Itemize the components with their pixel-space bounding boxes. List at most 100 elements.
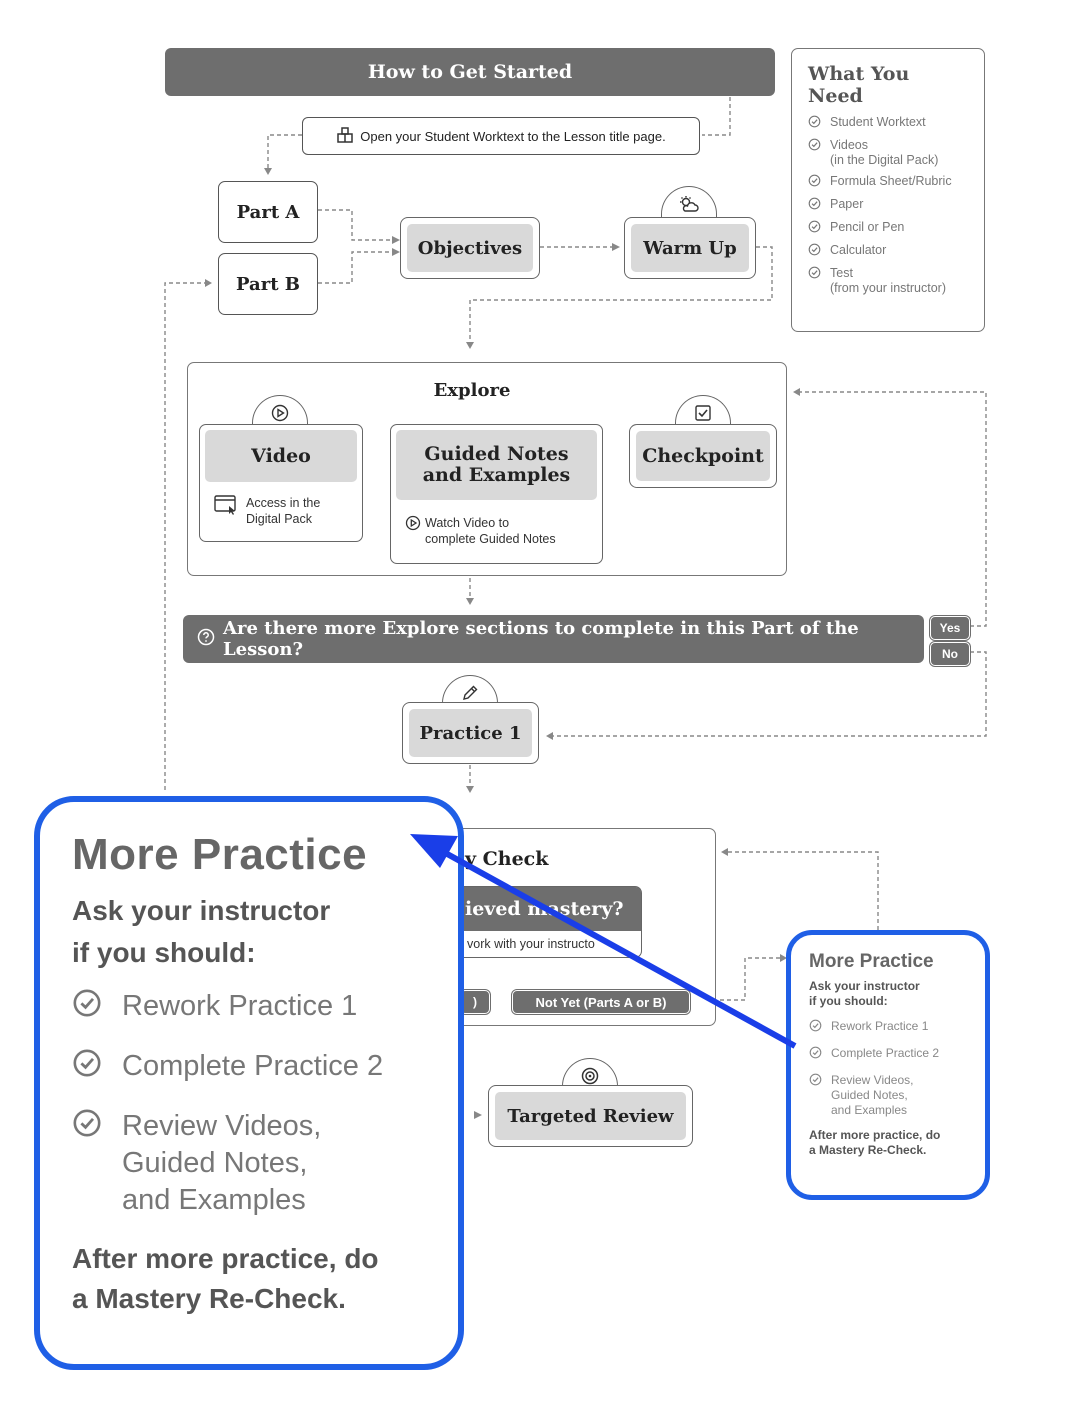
need-item: Student Worktext bbox=[808, 115, 968, 132]
checkpoint-box[interactable]: Checkpoint bbox=[629, 424, 777, 488]
need-item: Videos(in the Digital Pack) bbox=[808, 138, 968, 168]
how-to-get-started-banner: How to Get Started bbox=[165, 48, 775, 96]
need-item-label: Test bbox=[830, 266, 853, 280]
more-practice-small-list: Rework Practice 1 Complete Practice 2 Revi… bbox=[809, 1019, 971, 1118]
more-practice-small-panel: More Practice Ask your instructor if you… bbox=[786, 930, 990, 1200]
objectives-box[interactable]: Objectives bbox=[400, 217, 540, 279]
part-a-box[interactable]: Part A bbox=[218, 181, 318, 243]
guided-notes-label-1: Guided Notes bbox=[424, 443, 569, 465]
mastery-check-title: y Check bbox=[465, 848, 549, 870]
check-circle-icon bbox=[808, 243, 830, 260]
more-practice-zoom-subtitle-1: Ask your instructor bbox=[72, 895, 331, 926]
targeted-review-label: Targeted Review bbox=[507, 1105, 674, 1127]
need-item: Pencil or Pen bbox=[808, 220, 968, 237]
check-circle-icon bbox=[808, 266, 830, 296]
need-item-label: Videos bbox=[830, 138, 868, 152]
more-practice-item-line: and Examples bbox=[831, 1103, 908, 1117]
start-instruction-text: Open your Student Worktext to the Lesson… bbox=[360, 128, 666, 144]
more-practice-item: Review Videos,Guided Notes,and Examples bbox=[809, 1073, 971, 1118]
check-circle-icon bbox=[808, 174, 830, 191]
part-b-box[interactable]: Part B bbox=[218, 253, 318, 315]
check-circle-icon bbox=[72, 1108, 122, 1219]
video-card[interactable]: Video Access in the Digital Pack bbox=[199, 424, 363, 542]
mastery-note: vork with your instructo bbox=[467, 937, 595, 951]
checkpoint-label: Checkpoint bbox=[642, 445, 764, 467]
check-circle-icon bbox=[72, 988, 122, 1028]
more-practice-zoom-panel: More Practice Ask your instructor if you… bbox=[34, 796, 464, 1370]
practice-1-label: Practice 1 bbox=[419, 722, 522, 744]
more-practice-small-title: More Practice bbox=[809, 951, 934, 972]
need-item: Paper bbox=[808, 197, 968, 214]
what-you-need-title: What You Need bbox=[808, 63, 910, 107]
objectives-label: Objectives bbox=[417, 237, 523, 259]
banner-title: How to Get Started bbox=[367, 61, 573, 83]
guided-note-line2: complete Guided Notes bbox=[425, 532, 556, 546]
play-icon bbox=[271, 404, 289, 427]
more-practice-item: Review Videos,Guided Notes,and Examples bbox=[72, 1108, 426, 1219]
need-item: Formula Sheet/Rubric bbox=[808, 174, 968, 191]
more-practice-item-line: Rework Practice 1 bbox=[122, 990, 358, 1022]
more-practice-item-line: Guided Notes, bbox=[122, 1147, 308, 1179]
need-item: Calculator bbox=[808, 243, 968, 260]
guided-note-line1: Watch Video to bbox=[425, 516, 510, 530]
more-practice-zoom-subtitle-2: if you should: bbox=[72, 937, 256, 968]
check-circle-icon bbox=[809, 1046, 831, 1063]
more-practice-small-subtitle-1: Ask your instructor bbox=[809, 979, 920, 993]
more-practice-item-line: Complete Practice 2 bbox=[831, 1046, 940, 1060]
weather-icon bbox=[678, 195, 700, 218]
more-practice-item-line: and Examples bbox=[122, 1184, 306, 1216]
not-yet-option[interactable]: Not Yet (Parts A or B) bbox=[512, 990, 690, 1014]
browser-icon bbox=[214, 495, 238, 520]
question-text: Are there more Explore sections to compl… bbox=[223, 618, 859, 660]
more-practice-item: Complete Practice 2 bbox=[72, 1048, 426, 1088]
check-circle-icon bbox=[72, 1048, 122, 1088]
check-circle-icon bbox=[808, 220, 830, 237]
no-option[interactable]: No bbox=[930, 642, 970, 666]
need-item-label: Pencil or Pen bbox=[830, 220, 905, 234]
checkbox-icon bbox=[694, 404, 712, 427]
warm-up-label: Warm Up bbox=[643, 237, 737, 259]
check-circle-icon bbox=[808, 197, 830, 214]
question-icon bbox=[197, 628, 215, 651]
part-b-label: Part B bbox=[236, 273, 300, 295]
warm-up-box[interactable]: Warm Up bbox=[624, 217, 756, 279]
guided-notes-label-2: and Examples bbox=[422, 464, 571, 486]
more-practice-item-line: Review Videos, bbox=[831, 1073, 914, 1087]
video-note-line2: Digital Pack bbox=[246, 512, 312, 526]
worktext-icon bbox=[336, 126, 354, 146]
check-circle-icon bbox=[809, 1073, 831, 1118]
targeted-review-box[interactable]: Targeted Review bbox=[488, 1085, 693, 1147]
explore-title: Explore bbox=[433, 380, 511, 401]
more-practice-zoom-title: More Practice bbox=[72, 830, 368, 879]
check-circle-icon bbox=[808, 115, 830, 132]
pencil-icon bbox=[461, 684, 479, 707]
target-icon bbox=[581, 1067, 599, 1090]
yes-option[interactable]: Yes bbox=[930, 616, 970, 640]
more-practice-zoom-footer-1: After more practice, do bbox=[72, 1243, 379, 1274]
more-practice-small-subtitle-2: if you should: bbox=[809, 994, 888, 1008]
more-practice-item-line: Complete Practice 2 bbox=[122, 1050, 384, 1082]
more-explore-question: Are there more Explore sections to compl… bbox=[183, 615, 924, 663]
need-item-label: Formula Sheet/Rubric bbox=[830, 174, 952, 188]
need-item-label: Calculator bbox=[830, 243, 887, 257]
video-label: Video bbox=[251, 445, 311, 467]
more-practice-small-footer-1: After more practice, do bbox=[809, 1128, 941, 1142]
check-circle-icon bbox=[808, 138, 830, 168]
more-practice-item: Rework Practice 1 bbox=[809, 1019, 971, 1036]
more-practice-item-line: Guided Notes, bbox=[831, 1088, 908, 1102]
need-item-label: Student Worktext bbox=[830, 115, 926, 129]
start-instruction: Open your Student Worktext to the Lesson… bbox=[302, 117, 700, 155]
more-practice-zoom-footer-2: a Mastery Re-Check. bbox=[72, 1283, 346, 1314]
more-practice-small-footer-2: a Mastery Re-Check. bbox=[809, 1143, 927, 1157]
need-item-label: Paper bbox=[830, 197, 864, 211]
more-practice-item: Complete Practice 2 bbox=[809, 1046, 971, 1063]
practice-1-box[interactable]: Practice 1 bbox=[402, 702, 539, 764]
guided-notes-card[interactable]: Guided Notes and Examples Watch Video to… bbox=[390, 424, 603, 564]
need-item-sub: (in the Digital Pack) bbox=[830, 153, 939, 167]
video-note-line1: Access in the bbox=[246, 496, 321, 510]
need-item-sub: (from your instructor) bbox=[830, 281, 946, 295]
